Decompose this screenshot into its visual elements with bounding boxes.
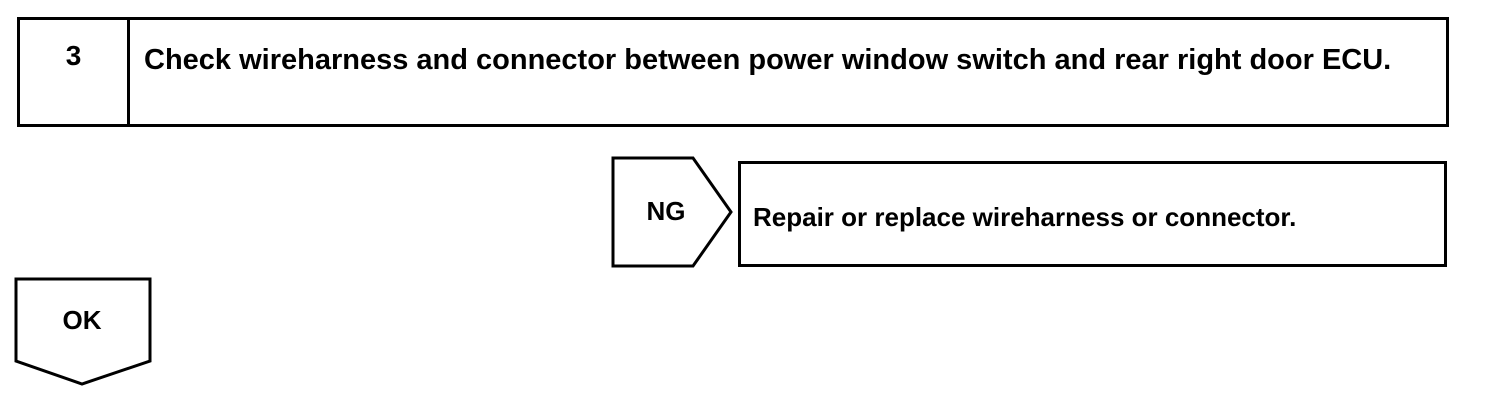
step-number: 3 [20, 20, 130, 124]
ng-label: NG [646, 196, 686, 226]
step-box: 3 Check wireharness and connector betwee… [17, 17, 1449, 127]
ok-arrow-shape [14, 277, 152, 386]
ng-arrow-shape [611, 156, 733, 268]
ok-label: OK [62, 305, 102, 335]
step-title: Check wireharness and connector between … [144, 44, 1392, 76]
ng-action-box: Repair or replace wireharness or connect… [738, 161, 1447, 267]
ng-action-text: Repair or replace wireharness or connect… [753, 202, 1297, 232]
